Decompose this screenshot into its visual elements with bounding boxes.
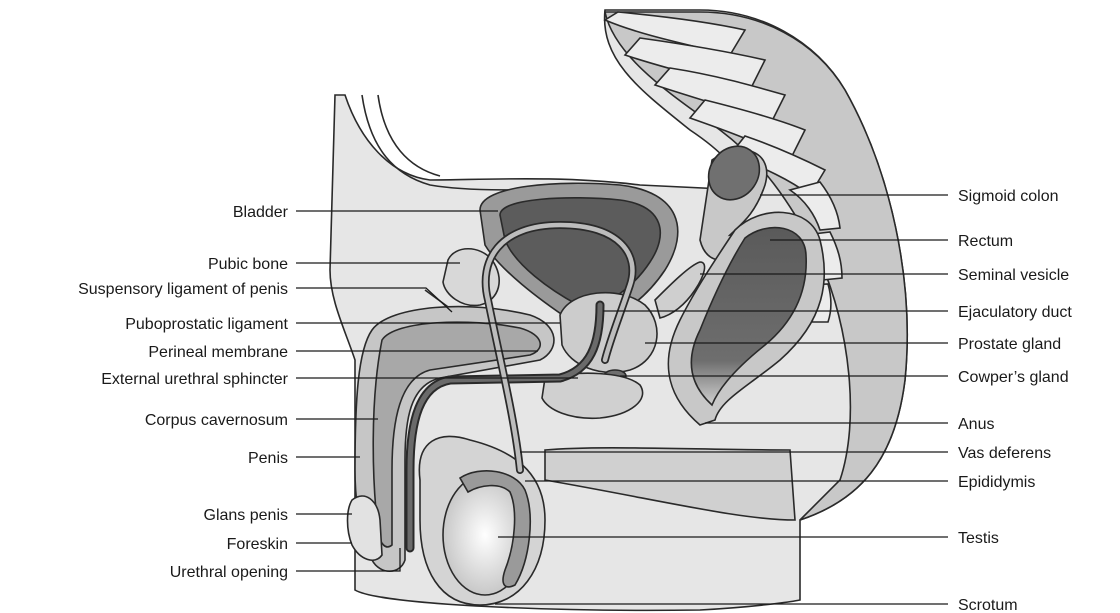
label-perineal-membrane: Perineal membrane bbox=[148, 344, 288, 361]
label-foreskin: Foreskin bbox=[227, 536, 288, 553]
label-suspensory-ligament: Suspensory ligament of penis bbox=[78, 281, 288, 298]
label-pubic-bone: Pubic bone bbox=[208, 256, 288, 273]
label-scrotum: Scrotum bbox=[958, 597, 1018, 613]
label-vas-deferens: Vas deferens bbox=[958, 445, 1051, 462]
glans-penis bbox=[348, 496, 383, 560]
label-seminal-vesicle: Seminal vesicle bbox=[958, 267, 1069, 284]
label-urethral-opening: Urethral opening bbox=[170, 564, 288, 581]
label-bladder: Bladder bbox=[233, 204, 289, 221]
label-testis: Testis bbox=[958, 530, 999, 547]
left-labels: Bladder Pubic bone Suspensory ligament o… bbox=[78, 204, 289, 581]
label-cowpers-gland: Cowper’s gland bbox=[958, 369, 1069, 386]
label-epididymis: Epididymis bbox=[958, 474, 1035, 491]
label-rectum: Rectum bbox=[958, 233, 1013, 250]
label-puboprostatic-ligament: Puboprostatic ligament bbox=[125, 316, 288, 333]
label-prostate-gland: Prostate gland bbox=[958, 336, 1061, 353]
label-penis: Penis bbox=[248, 450, 288, 467]
label-corpus-cavernosum: Corpus cavernosum bbox=[145, 412, 288, 429]
label-ejaculatory-duct: Ejaculatory duct bbox=[958, 304, 1072, 321]
label-external-urethral-sphincter: External urethral sphincter bbox=[101, 371, 288, 388]
label-glans-penis: Glans penis bbox=[204, 507, 289, 524]
label-anus: Anus bbox=[958, 416, 994, 433]
label-sigmoid-colon: Sigmoid colon bbox=[958, 188, 1059, 205]
right-labels: Sigmoid colon Rectum Seminal vesicle Eja… bbox=[958, 188, 1072, 613]
